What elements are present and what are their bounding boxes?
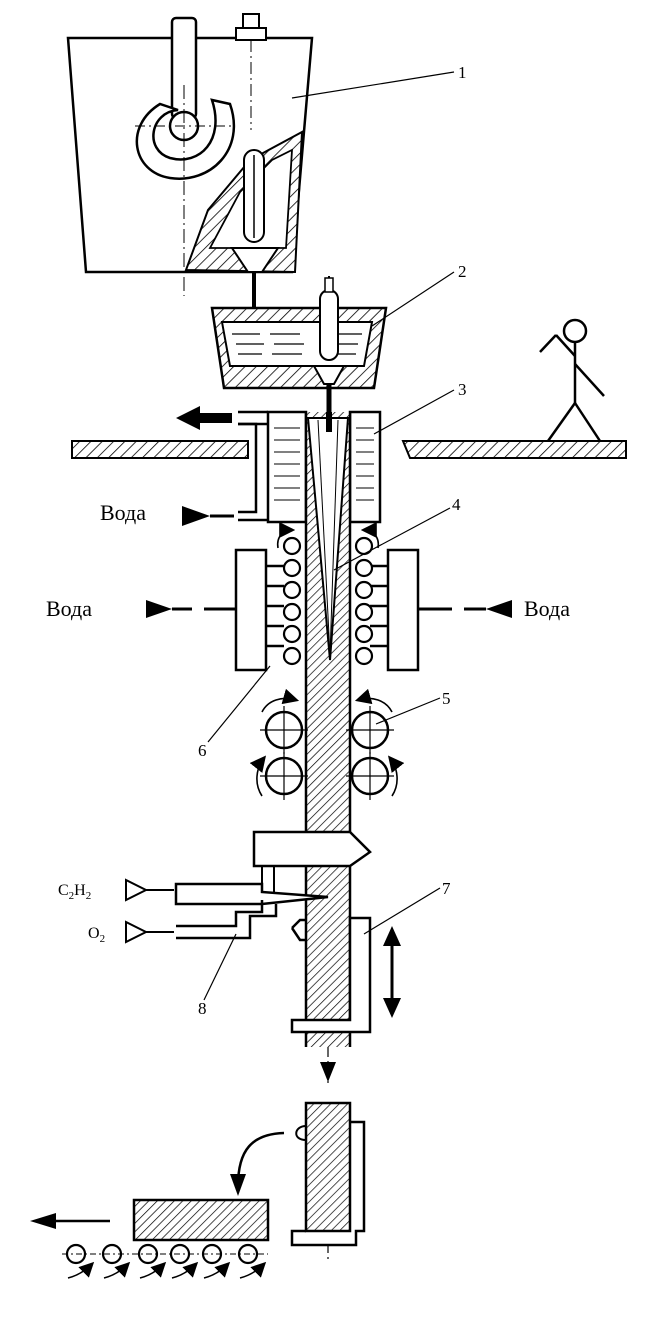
callout-8: 8 <box>198 999 207 1018</box>
callout-1: 1 <box>458 63 467 82</box>
water-cooled-mold <box>176 406 382 526</box>
water-label-left: Вода <box>46 596 92 621</box>
ladle <box>66 13 314 312</box>
water-right-arrow <box>486 600 512 618</box>
casting-floor <box>71 440 627 459</box>
callout-6: 6 <box>198 741 207 760</box>
callout-7: 7 <box>442 879 451 898</box>
exit-arrow <box>30 1213 56 1229</box>
crane-hook <box>135 16 236 296</box>
strand-clamp <box>290 916 401 1034</box>
billet-tilter <box>230 1101 366 1262</box>
gas-cutting-torch <box>125 830 372 944</box>
leader-lines <box>203 71 455 1001</box>
down-arrow <box>320 1062 336 1082</box>
callout-5: 5 <box>442 689 451 708</box>
operator-figure <box>539 318 605 442</box>
water-left-arrow <box>146 600 172 618</box>
strand <box>304 412 352 1047</box>
withdrawal-rolls <box>249 688 405 800</box>
water-in-arrow <box>182 506 210 526</box>
tundish <box>210 276 388 425</box>
water-label-top: Вода <box>100 500 146 525</box>
callout-4: 4 <box>452 495 461 514</box>
callout-3: 3 <box>458 380 467 399</box>
water-out-arrow <box>176 406 232 430</box>
oxygen-label: O2 <box>88 925 105 945</box>
secondary-cooling-zone <box>146 522 512 672</box>
callout-2: 2 <box>458 262 467 281</box>
water-label-right: Вода <box>524 596 570 621</box>
roller-table <box>30 1198 270 1279</box>
acetylene-label: C2H2 <box>58 882 91 902</box>
